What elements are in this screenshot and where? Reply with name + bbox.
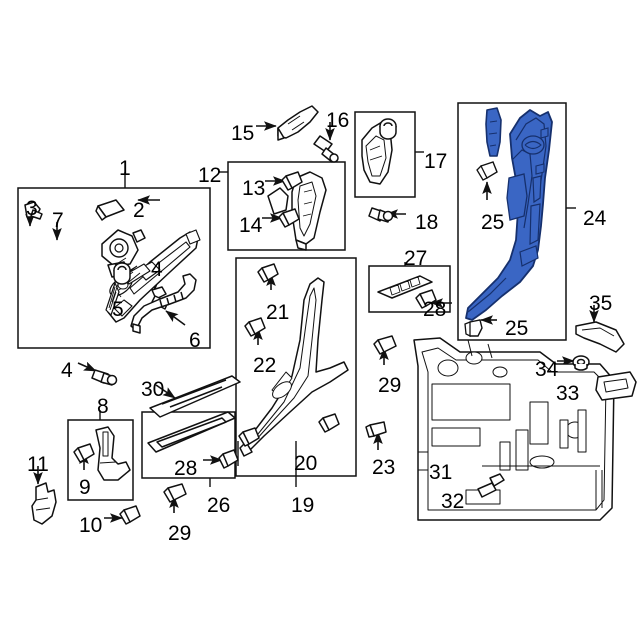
part-16-bolt <box>313 135 339 163</box>
callout-28-upper[interactable]: 28 <box>423 298 447 321</box>
part-5-bushing <box>113 262 131 285</box>
part-33-trim <box>595 371 637 401</box>
part-34-nut <box>572 355 590 371</box>
part-17-trim <box>361 118 397 185</box>
part-32-bolt <box>477 473 505 498</box>
part-26-sill-plate <box>147 411 236 453</box>
box-17 <box>354 111 416 198</box>
group-highlight-part-24 <box>464 107 553 338</box>
callout-13[interactable]: 13 <box>242 177 266 200</box>
part-27-scuff-plate <box>377 275 433 299</box>
callout-12[interactable]: 12 <box>198 164 222 187</box>
box-24 <box>457 102 567 341</box>
callout-7[interactable]: 7 <box>52 209 64 232</box>
part-18-screw <box>368 207 394 223</box>
part-35-corner-trim <box>575 321 625 353</box>
callout-16[interactable]: 16 <box>326 109 350 132</box>
callout-4-lower[interactable]: 4 <box>61 359 73 382</box>
callout-26[interactable]: 26 <box>207 494 231 517</box>
callout-20[interactable]: 20 <box>294 452 318 475</box>
arrow-4b <box>77 361 97 372</box>
part-6-handle <box>130 273 197 334</box>
callout-25-lower[interactable]: 25 <box>505 317 529 340</box>
part-8-lower-pillar <box>95 426 131 481</box>
callout-22[interactable]: 22 <box>253 354 277 377</box>
arrow-30 <box>155 384 176 399</box>
callout-24[interactable]: 24 <box>583 207 607 230</box>
callout-4-upper[interactable]: 4 <box>151 258 163 281</box>
callout-2[interactable]: 2 <box>133 199 145 222</box>
callout-30[interactable]: 30 <box>141 378 165 401</box>
callout-17[interactable]: 17 <box>424 150 448 173</box>
callout-33[interactable]: 33 <box>556 382 580 405</box>
callout-5[interactable]: 5 <box>112 298 124 321</box>
callout-34[interactable]: 34 <box>535 358 559 381</box>
callout-8[interactable]: 8 <box>97 395 109 418</box>
box-27 <box>368 265 451 313</box>
callout-25-upper[interactable]: 25 <box>481 211 505 234</box>
callout-10[interactable]: 10 <box>79 514 103 537</box>
callout-31[interactable]: 31 <box>429 461 453 484</box>
callout-1[interactable]: 1 <box>119 157 131 180</box>
box-1 <box>17 187 211 349</box>
callout-9[interactable]: 9 <box>79 476 91 499</box>
callout-15[interactable]: 15 <box>231 122 255 145</box>
callout-19[interactable]: 19 <box>291 494 315 517</box>
callout-18[interactable]: 18 <box>415 211 439 234</box>
part-25-highlight-small <box>485 107 502 157</box>
part-15-bracket <box>277 105 319 141</box>
group-part-shapes <box>24 105 637 525</box>
callout-11[interactable]: 11 <box>27 453 49 476</box>
group-leader-lines <box>99 151 576 487</box>
callout-21[interactable]: 21 <box>266 301 290 324</box>
callout-14[interactable]: 14 <box>239 214 263 237</box>
part-30-sill-insert <box>149 375 241 418</box>
part-12-pillar-trim <box>291 171 327 251</box>
callout-35[interactable]: 35 <box>589 292 613 315</box>
arrow-6 <box>165 310 186 326</box>
box-26 <box>141 411 236 479</box>
callout-27[interactable]: 27 <box>404 247 428 270</box>
callout-3[interactable]: 3 <box>26 197 38 220</box>
callout-29-lower[interactable]: 29 <box>168 522 192 545</box>
callout-23[interactable]: 23 <box>372 456 396 479</box>
part-2-lead <box>267 187 289 215</box>
part-11-quarter-trim <box>31 482 57 525</box>
callout-32[interactable]: 32 <box>441 490 465 513</box>
callout-28-lower[interactable]: 28 <box>174 457 198 480</box>
box-12 <box>227 161 346 251</box>
callout-6[interactable]: 6 <box>189 329 201 352</box>
callout-29-upper[interactable]: 29 <box>378 374 402 397</box>
part-4b-bolt <box>91 369 118 386</box>
part-19-center-pillar <box>239 277 349 457</box>
